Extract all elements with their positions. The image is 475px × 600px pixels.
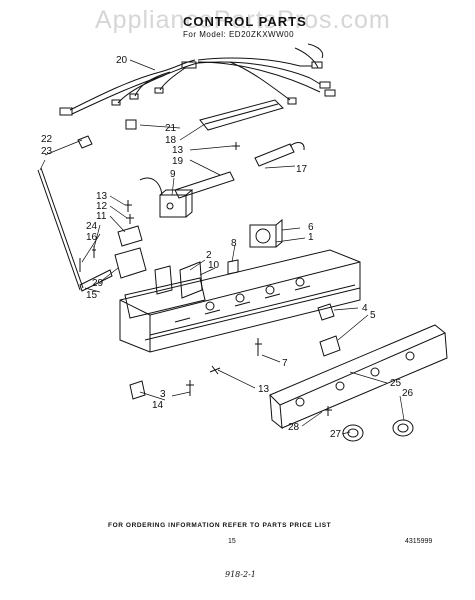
control-housing	[119, 249, 361, 353]
socket-part	[254, 143, 295, 167]
callout: 29	[92, 278, 104, 289]
wire-harness	[59, 43, 336, 116]
callout: 25	[390, 378, 402, 389]
rod-part	[37, 169, 81, 291]
callout: 9	[170, 169, 176, 180]
control-knob-assembly	[249, 218, 283, 248]
callout: 26	[402, 388, 414, 399]
damper-bracket	[117, 225, 143, 247]
callout: 15	[86, 290, 98, 301]
handwritten-note: 918-2-1	[225, 570, 256, 579]
callout: 21	[165, 123, 177, 134]
callout: 28	[288, 422, 300, 433]
callout: 13	[258, 384, 270, 395]
callout: 22	[41, 134, 53, 145]
lever-part	[79, 269, 113, 292]
shield-part	[199, 99, 284, 131]
callout: 16	[86, 232, 98, 243]
callout: 23	[41, 146, 53, 157]
callout: 8	[231, 238, 237, 249]
bulb-housing	[174, 171, 235, 199]
callout: 24	[86, 221, 98, 232]
callout: 4	[362, 303, 368, 314]
watermark: AppliancePartsPros.com	[95, 6, 391, 34]
callout: 19	[172, 156, 184, 167]
diagram-title: CONTROL PARTS	[183, 14, 307, 29]
callout: 10	[208, 260, 220, 271]
bracket-part	[77, 135, 93, 149]
callout: 27	[330, 429, 342, 440]
ordering-note: FOR ORDERING INFORMATION REFER TO PARTS …	[108, 522, 332, 529]
callout: 1	[308, 232, 314, 243]
thermostat-part	[139, 177, 194, 218]
document-part-number: 4315999	[405, 538, 433, 545]
callout-numbers: 20 21 18 22 23 13 19 17 9 13 12 11 24 16…	[41, 55, 414, 440]
callout: 20	[116, 55, 128, 66]
callout: 13	[172, 145, 184, 156]
callout: 14	[152, 400, 164, 411]
page-number: 15	[228, 538, 236, 545]
callout: 3	[160, 389, 166, 400]
callout: 7	[282, 358, 288, 369]
callout: 18	[165, 135, 177, 146]
knob-parts	[324, 406, 414, 442]
callout: 5	[370, 310, 376, 321]
callout: 2	[206, 250, 212, 261]
callout: 17	[296, 164, 308, 175]
callout: 6	[308, 222, 314, 233]
leader-lines	[39, 59, 405, 435]
model-line: For Model: ED20ZKXWW00	[183, 30, 295, 39]
clip-part	[125, 119, 137, 130]
front-panel	[269, 324, 448, 430]
callout: 11	[96, 211, 107, 222]
callout: 12	[96, 201, 108, 212]
callout: 13	[96, 191, 108, 202]
